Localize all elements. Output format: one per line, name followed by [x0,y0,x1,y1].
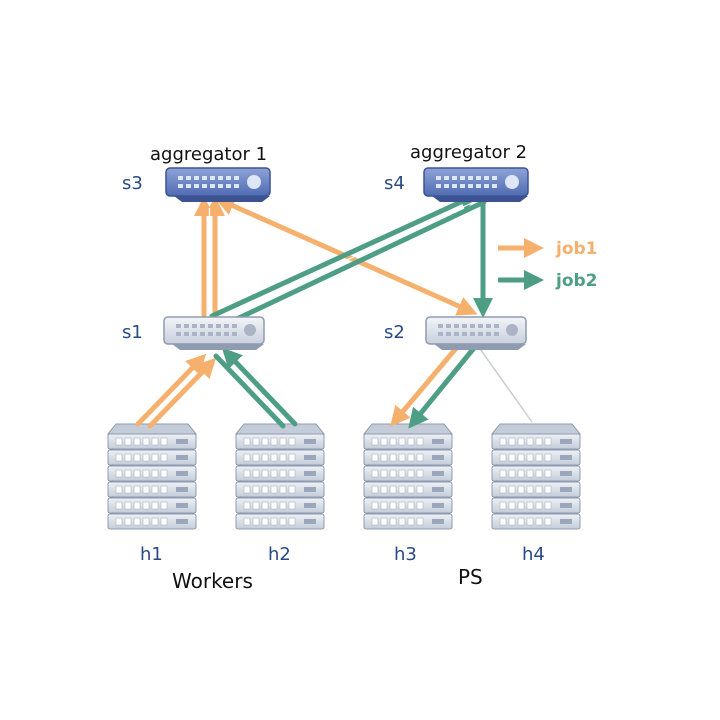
server-h2 [234,423,326,530]
switch-s4 [423,167,529,202]
switch-s2-label: s2 [384,322,405,343]
job1-link-h1-s1-b [147,357,217,429]
switch-s3 [165,167,271,202]
host-h4-label: h4 [522,544,545,565]
switch-s4-label: s4 [384,173,405,194]
workers-group-label: Workers [172,569,253,593]
server-h3 [362,423,454,530]
switch-s2 [425,316,527,350]
job2-link-s2-h3 [408,345,477,429]
host-h2-label: h2 [268,544,291,565]
job2-link-h2-s1-b [213,353,286,429]
legend-job2-label: job2 [555,271,598,291]
legend: job1 job2 [498,238,598,291]
aggregator-2-label: aggregator 2 [410,142,527,163]
switch-s3-label: s3 [122,173,143,194]
server-h4 [490,423,582,530]
legend-job1-label: job1 [555,239,598,259]
server-h1 [106,423,198,530]
aggregator-1-label: aggregator 1 [150,144,267,165]
host-h3-label: h3 [394,544,417,565]
switch-s1 [163,316,265,350]
link-s2-h4 [477,345,533,423]
ps-group-label: PS [458,565,483,589]
job1-link-s2-h3 [390,343,461,427]
job1-link-h1-s1-a [135,353,207,427]
job2-link-h2-s1 [221,347,298,427]
job2-link-s1-s4-b [219,199,487,329]
job2-links [209,192,493,429]
job2-link-s1-s4-a [209,192,480,319]
host-h1-label: h1 [140,544,163,565]
switch-s1-label: s1 [122,322,143,343]
